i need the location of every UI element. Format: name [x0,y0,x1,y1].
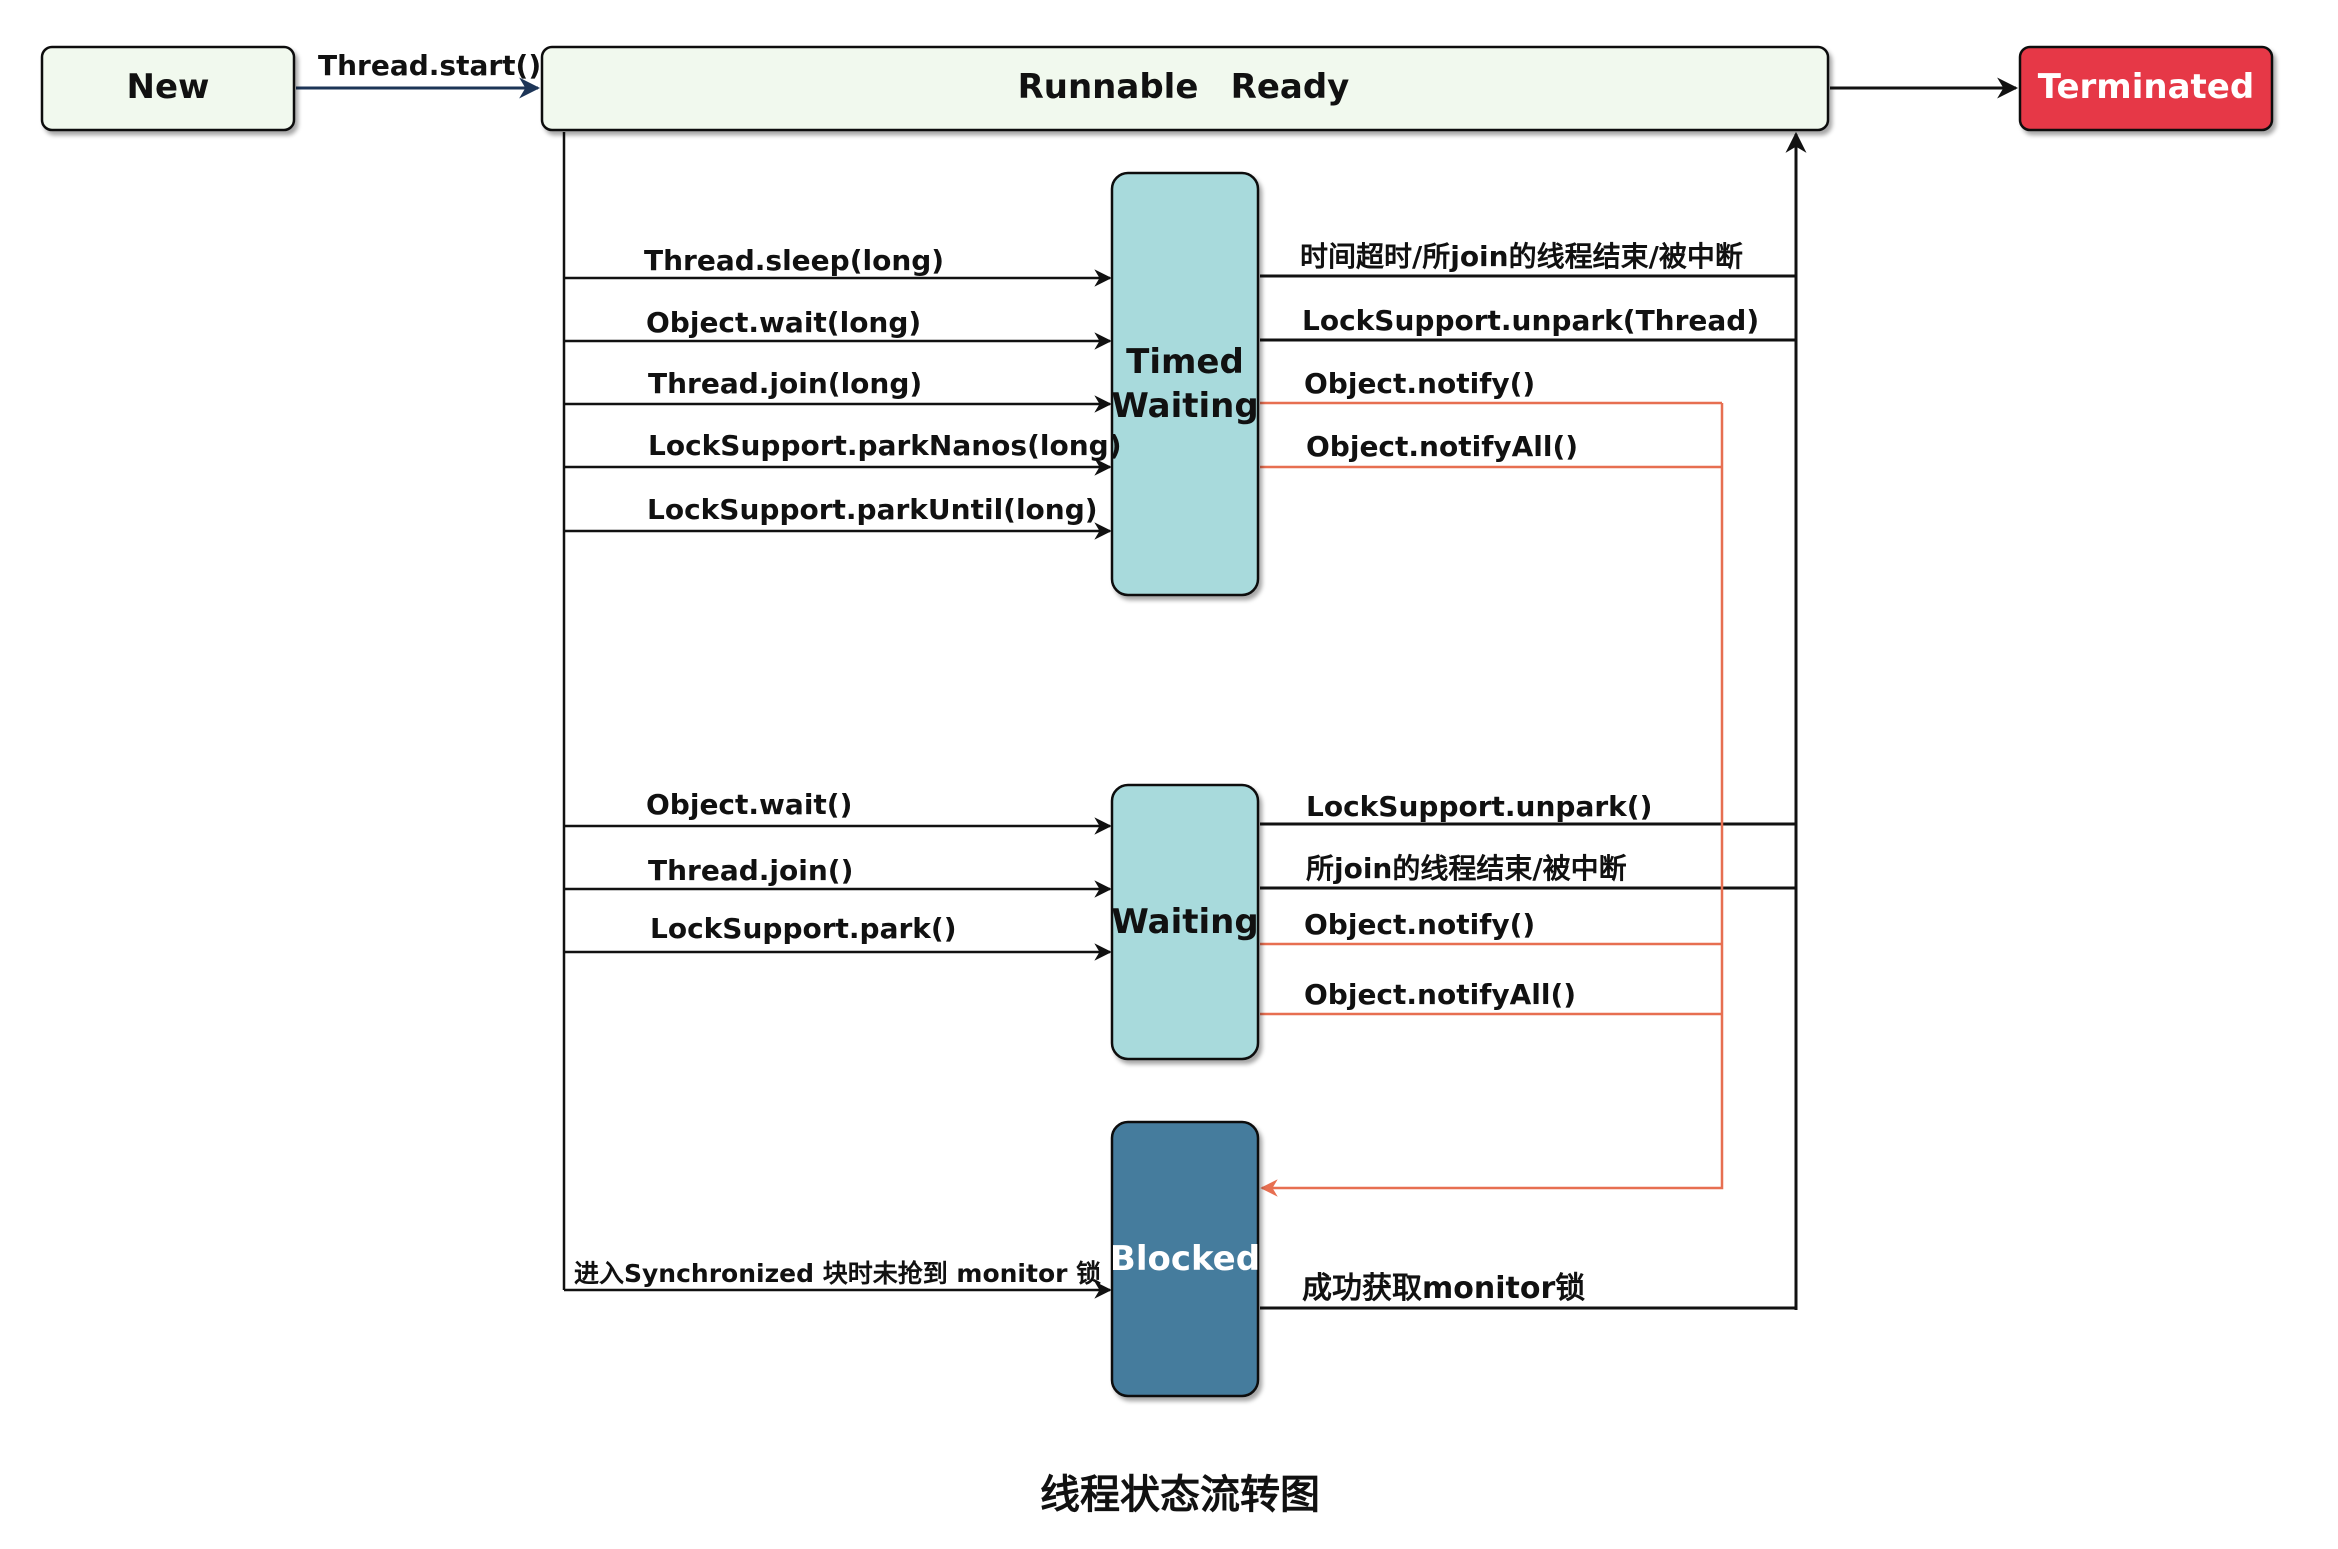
label-from-timed-4: Object.notifyAll() [1306,430,1578,463]
label-from-waiting-4: Object.notifyAll() [1304,978,1576,1011]
state-runnable-label: Runnable [1018,67,1199,107]
label-to-timed-3: Thread.join(long) [648,367,922,400]
label-from-timed-3: Object.notify() [1304,367,1535,400]
state-terminated: Terminated [2018,45,2274,132]
label-from-timed-1: 时间超时/所join的线程结束/被中断 [1300,240,1743,273]
state-new: New [40,45,296,132]
label-to-waiting-1: Object.wait() [646,788,852,821]
state-waiting: Waiting [1110,783,1260,1061]
label-to-waiting-3: LockSupport.park() [650,912,957,945]
label-from-waiting-2: 所join的线程结束/被中断 [1306,852,1627,885]
label-to-timed-1: Thread.sleep(long) [644,244,944,277]
state-waiting-label: Waiting [1111,902,1258,942]
label-to-waiting-2: Thread.join() [648,854,853,887]
state-timed-waiting-label-2: Waiting [1111,386,1258,426]
state-timed-waiting: Timed Waiting [1110,171,1260,597]
label-from-waiting-3: Object.notify() [1304,908,1535,941]
label-from-timed-2: LockSupport.unpark(Thread) [1302,304,1759,337]
label-to-timed-2: Object.wait(long) [646,306,921,339]
edge-notify-to-blocked [1260,403,1724,1197]
state-ready-label: Ready [1231,67,1350,107]
diagram-caption: 线程状态流转图 [1040,1472,1320,1518]
state-timed-waiting-label-1: Timed [1126,342,1244,382]
label-thread-start: Thread.start() [318,49,541,82]
state-terminated-label: Terminated [2038,67,2254,107]
label-from-waiting-1: LockSupport.unpark() [1306,790,1652,823]
label-to-timed-4: LockSupport.parkNanos(long) [648,429,1121,462]
label-to-timed-5: LockSupport.parkUntil(long) [647,493,1098,526]
state-blocked: Blocked [1110,1120,1260,1398]
label-from-blocked: 成功获取monitor锁 [1302,1271,1585,1306]
label-to-blocked: 进入Synchronized 块时未抢到 monitor 锁 [574,1259,1101,1288]
state-new-label: New [127,67,210,107]
state-runnable: Runnable Ready [540,45,1830,132]
state-blocked-label: Blocked [1110,1239,1260,1279]
